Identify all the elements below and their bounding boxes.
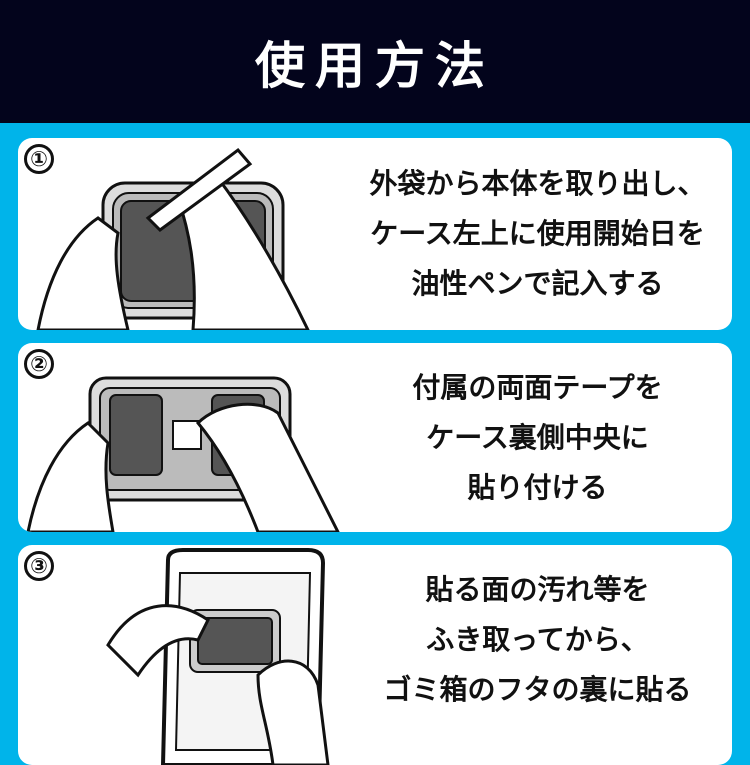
step-card-2: ② 付属の両面テープを ケース裏側中央に 貼り付ける — [18, 343, 732, 532]
instruction-line: 貼る面の汚れ等を — [425, 573, 650, 606]
step-instruction: 外袋から本体を取り出し、 ケース左上に使用開始日を 油性ペンで記入する — [343, 138, 732, 330]
illustration-attach-tape — [26, 376, 340, 532]
instruction-line: ふき取ってから、 — [426, 623, 649, 656]
step-instruction: 貼る面の汚れ等を ふき取ってから、 ゴミ箱のフタの裏に貼る — [343, 545, 732, 735]
instruction-line: 油性ペンで記入する — [411, 267, 664, 300]
instruction-line: ケース左上に使用開始日を — [370, 217, 705, 250]
instruction-line: 付属の両面テープを — [412, 370, 663, 404]
step-number: ② — [24, 349, 54, 379]
illustration-stick-to-lid — [106, 548, 330, 765]
step-card-1: ① 外袋から本体を取り出し、 ケース左上に使用開始日を 油性ペンで記入する — [18, 138, 732, 330]
instruction-line: ケース裏側中央に — [426, 420, 649, 454]
page-title: 使用方法 — [255, 36, 495, 95]
illustration-write-date — [36, 147, 310, 330]
instruction-line: 外袋から本体を取り出し、 — [369, 167, 706, 200]
step-number: ① — [24, 144, 54, 174]
step-number: ③ — [24, 551, 54, 581]
instruction-line: 貼り付ける — [467, 470, 608, 504]
step-instruction: 付属の両面テープを ケース裏側中央に 貼り付ける — [343, 343, 732, 532]
header: 使用方法 — [0, 0, 750, 123]
instruction-line: ゴミ箱のフタの裏に貼る — [383, 673, 692, 706]
step-card-3: ③ 貼る面の汚れ等を ふき取ってから、 ゴミ箱のフタの裏に貼る — [18, 545, 732, 765]
